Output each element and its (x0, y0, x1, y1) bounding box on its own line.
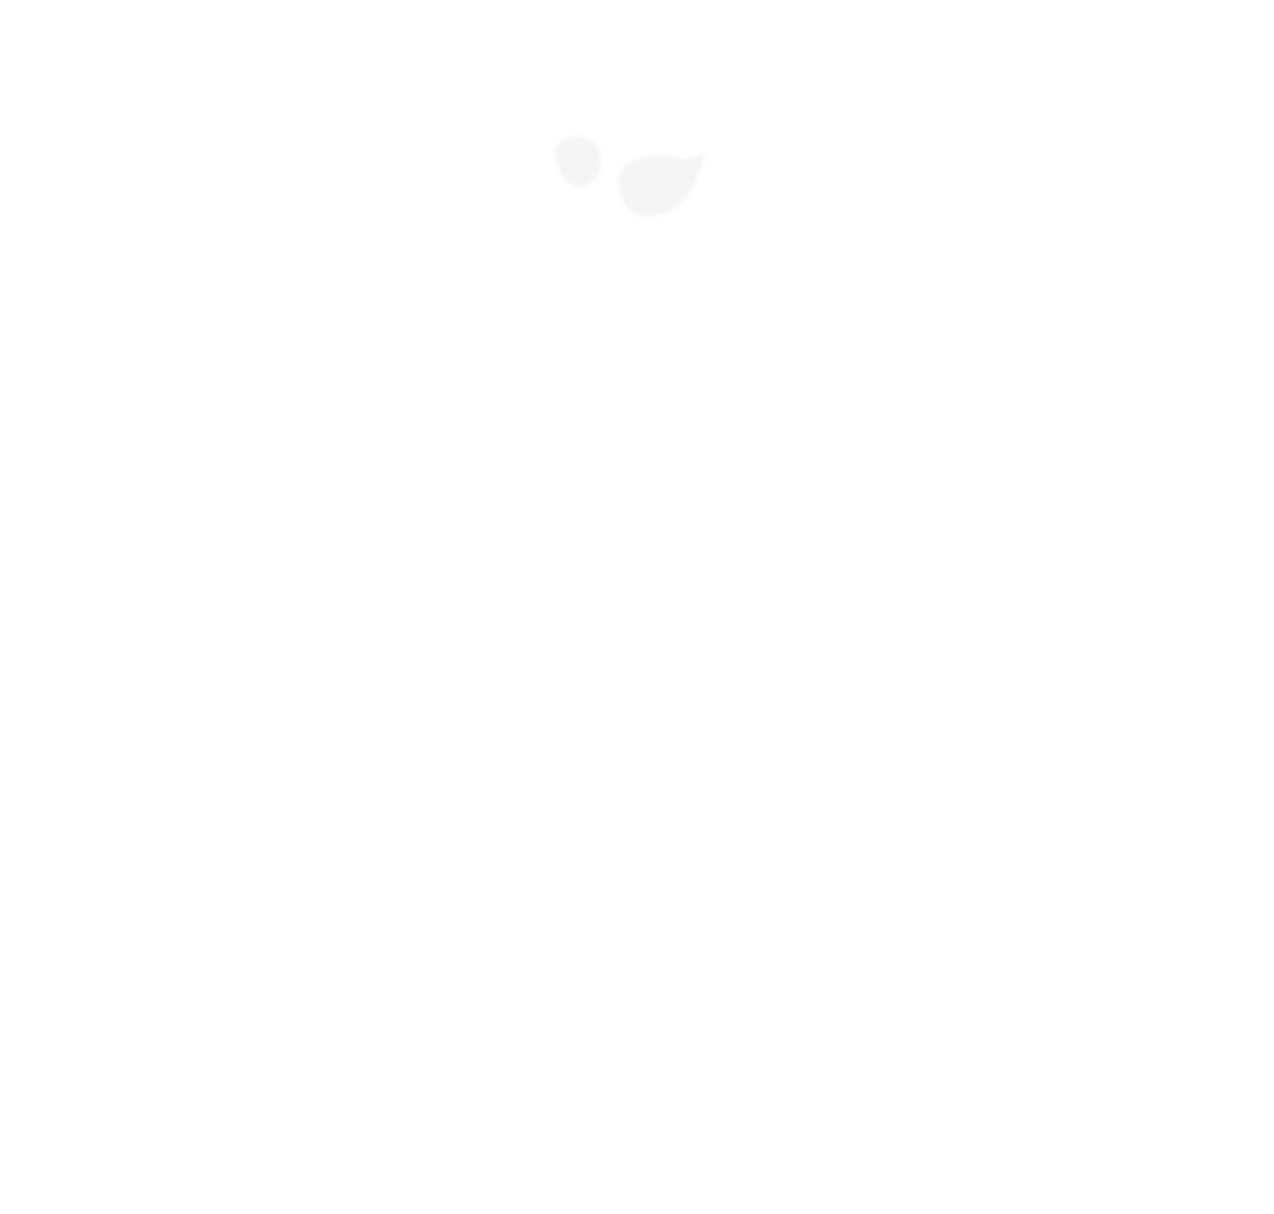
faint-logo-mark-icon (548, 122, 716, 230)
